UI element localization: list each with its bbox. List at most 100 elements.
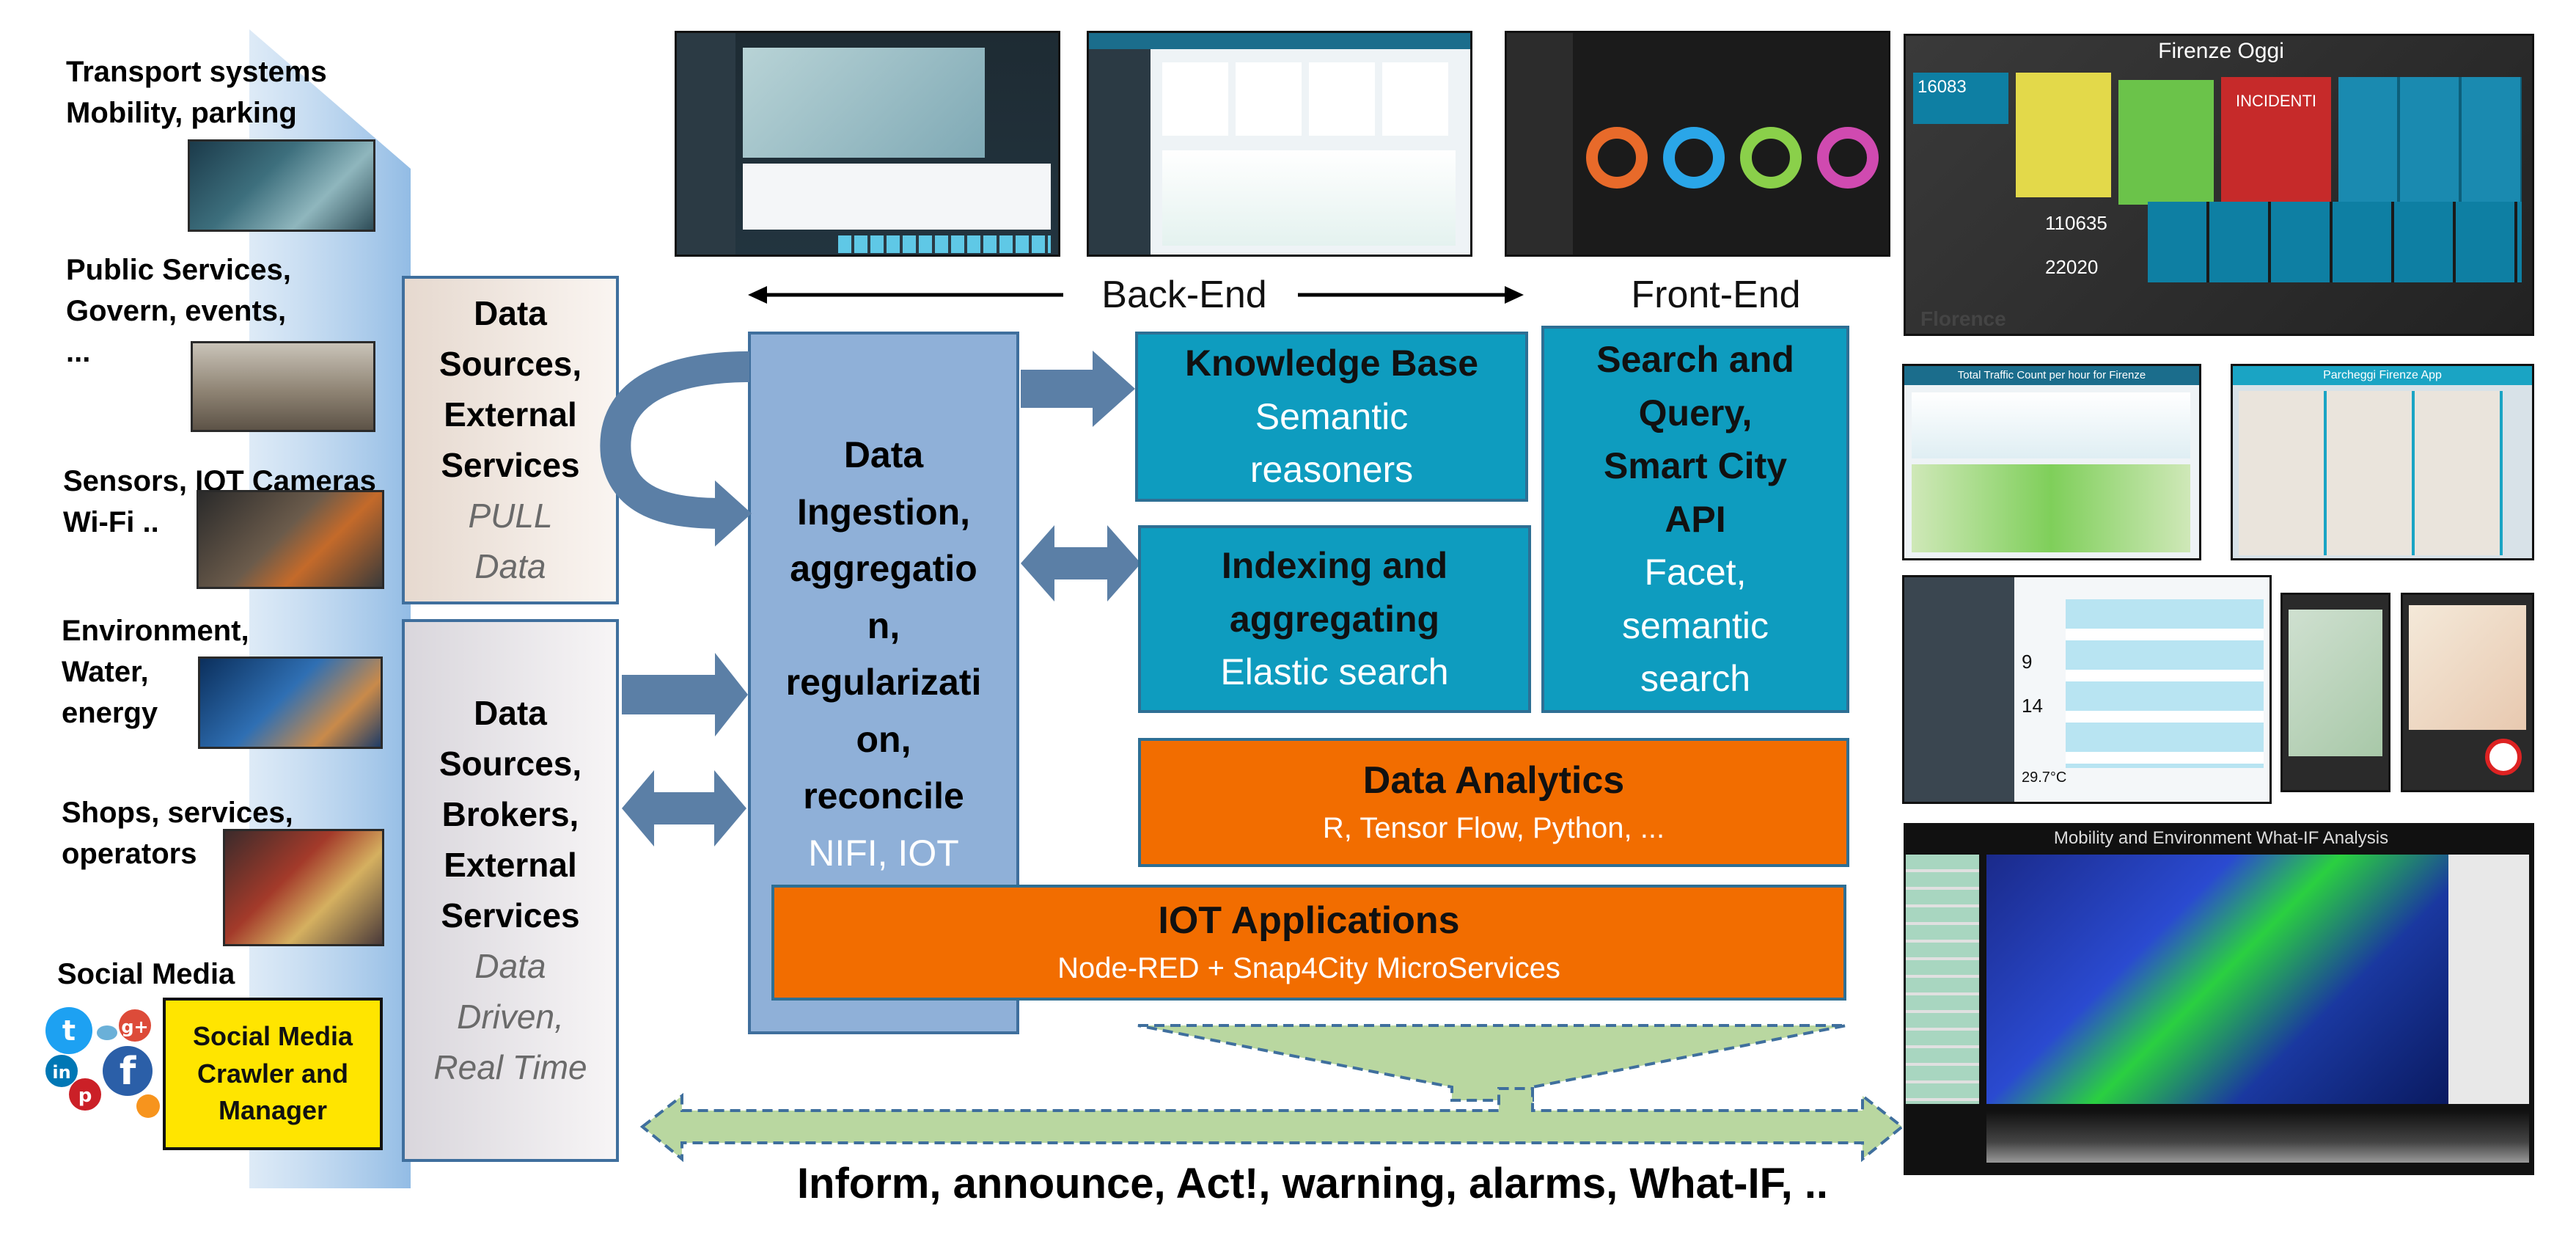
analytics-donuts <box>1586 127 1879 189</box>
social-crawler-label: Social Media Crawler and Manager <box>192 1021 353 1126</box>
firenze-yellow-tile <box>2016 73 2111 197</box>
data-driven-panel: Data Sources, Brokers, External Services… <box>402 619 619 1162</box>
parking-maps <box>2239 391 2503 555</box>
data-analytics-subtitle: R, Tensor Flow, Python, ... <box>1322 812 1665 845</box>
monitoring-gauges <box>1162 62 1456 136</box>
firenze-incidenti: INCIDENTI <box>2236 92 2316 110</box>
firenze-title: Firenze Oggi <box>2158 39 2284 63</box>
whatif-profile <box>1986 1111 2529 1163</box>
monitoring-chart <box>1162 150 1456 246</box>
firenze-green-tile <box>2118 80 2214 205</box>
weather-value-1: 9 <box>2022 651 2033 673</box>
svg-text:t: t <box>62 1014 76 1047</box>
firenze-big1: 110635 <box>2045 212 2107 234</box>
screenshot-firenze-oggi: Firenze Oggi 16083 INCIDENTI 110635 2202… <box>1904 34 2534 336</box>
weather-temp: 29.7°C <box>2022 769 2067 786</box>
screenshot-container-monitoring <box>1087 31 1472 257</box>
svg-text:p: p <box>78 1085 92 1107</box>
inspector-map <box>743 48 985 158</box>
sensors-photo <box>197 490 384 589</box>
environment-photo <box>198 657 383 749</box>
firenze-blue-grid <box>2338 77 2522 224</box>
svg-text:in: in <box>52 1062 70 1083</box>
parking-header: Parcheggi Firenze App <box>2233 366 2532 385</box>
indexing-box: Indexing and aggregating Elastic search <box>1138 525 1531 713</box>
social-icons: t g+ in f p <box>45 1007 160 1118</box>
screenshot-parking-app: Parcheggi Firenze App <box>2231 364 2534 560</box>
search-query-box: Search and Query, Smart City API Facet, … <box>1541 326 1849 713</box>
pinterest-icon: p <box>69 1078 101 1111</box>
source-public-label: Public Services, Govern, events, ... <box>66 254 291 368</box>
whatif-title: Mobility and Environment What-IF Analysi… <box>2053 828 2389 848</box>
chat-icon <box>97 1025 117 1040</box>
backend-label: Back-End <box>1101 274 1267 316</box>
firenze-stats-row <box>2148 202 2522 282</box>
firenze-count-value: 16083 <box>1918 77 1967 97</box>
mobile-parking-view <box>2409 605 2526 730</box>
whatif-sidebar <box>1906 855 1979 1104</box>
twitter-icon: t <box>45 1007 92 1054</box>
screenshot-data-inspector <box>675 31 1060 257</box>
public-photo <box>191 341 375 432</box>
driven-panel-title: Data Sources, Brokers, External Services <box>438 694 582 935</box>
whatif-panel <box>2448 855 2529 1104</box>
firenze-footer: Florence <box>1920 307 2006 330</box>
inspector-table <box>743 164 1051 230</box>
bottom-caption: Inform, announce, Act!, warning, alarms,… <box>796 1160 1829 1207</box>
mobile-map-view <box>2289 610 2382 756</box>
iot-applications-subtitle: Node-RED + Snap4City MicroServices <box>1057 952 1560 985</box>
pull-data-panel: Data Sources, External Services PULL Dat… <box>402 276 619 604</box>
svg-text:f: f <box>120 1050 137 1094</box>
traffic-chart <box>1912 392 2190 458</box>
traffic-header: Total Traffic Count per hour for Firenze <box>1904 366 2199 385</box>
pull-panel-subtitle: PULL Data <box>468 497 553 585</box>
knowledge-base-box: Knowledge Base Semantic reasoners <box>1135 332 1528 502</box>
source-environment-label: Environment, Water, energy <box>62 615 249 729</box>
indexing-subtitle: Elastic search <box>1220 651 1449 693</box>
data-analytics-box: Data Analytics R, Tensor Flow, Python, .… <box>1138 738 1849 867</box>
screenshot-weather: 9 14 29.7°C <box>1902 575 2272 804</box>
inspector-sidebar <box>677 33 735 255</box>
inspector-bars <box>838 235 1051 253</box>
google-plus-icon: g+ <box>119 1009 151 1042</box>
data-analytics-title: Data Analytics <box>1362 758 1625 802</box>
screenshot-analytics-dark <box>1505 31 1890 257</box>
search-query-title: Search and Query, Smart City API <box>1596 339 1794 540</box>
source-transport-label: Transport systems Mobility, parking <box>66 56 327 129</box>
source-shops-label: Shops, services, operators <box>62 797 293 870</box>
facebook-icon: f <box>103 1046 153 1096</box>
firenze-count-tile: 16083 <box>1913 73 2008 124</box>
knowledge-base-title: Knowledge Base <box>1184 343 1479 384</box>
pull-panel-title: Data Sources, External Services <box>438 294 582 484</box>
weather-sidebar <box>1904 577 2014 802</box>
indexing-title: Indexing and aggregating <box>1221 545 1448 640</box>
driven-panel-subtitle: Data Driven, Real Time <box>433 947 587 1086</box>
firenze-big2: 22020 <box>2045 256 2099 278</box>
social-crawler-box: Social Media Crawler and Manager <box>163 998 383 1150</box>
linkedin-icon: in <box>45 1055 78 1087</box>
iot-applications-title: IOT Applications <box>1158 899 1460 942</box>
whatif-map <box>1986 855 2448 1104</box>
screenshot-whatif: Mobility and Environment What-IF Analysi… <box>1904 823 2534 1175</box>
transport-photo <box>188 139 375 232</box>
traffic-green-area <box>1912 464 2190 552</box>
firenze-red-tile: INCIDENTI <box>2221 77 2331 224</box>
knowledge-base-subtitle: Semantic reasoners <box>1250 395 1414 491</box>
speed-sign <box>2485 739 2522 775</box>
monitoring-sidebar <box>1089 49 1151 255</box>
weather-waves <box>2066 599 2264 768</box>
screenshot-traffic-count: Total Traffic Count per hour for Firenze <box>1902 364 2201 560</box>
screenshot-mobile-parking <box>2401 593 2534 792</box>
ingestion-title: Data Ingestion, aggregatio n, regulariza… <box>785 434 982 817</box>
shops-photo <box>223 829 384 946</box>
source-social-label: Social Media <box>57 958 235 990</box>
rss-icon <box>136 1094 160 1118</box>
weather-value-2: 14 <box>2022 695 2043 717</box>
search-query-subtitle: Facet, semantic search <box>1621 552 1769 700</box>
iot-applications-box: IOT Applications Node-RED + Snap4City Mi… <box>771 885 1846 1001</box>
screenshot-mobile-map <box>2280 593 2390 792</box>
monitoring-header <box>1089 33 1470 49</box>
svg-text:g+: g+ <box>121 1017 148 1037</box>
frontend-label: Front-End <box>1631 274 1801 316</box>
